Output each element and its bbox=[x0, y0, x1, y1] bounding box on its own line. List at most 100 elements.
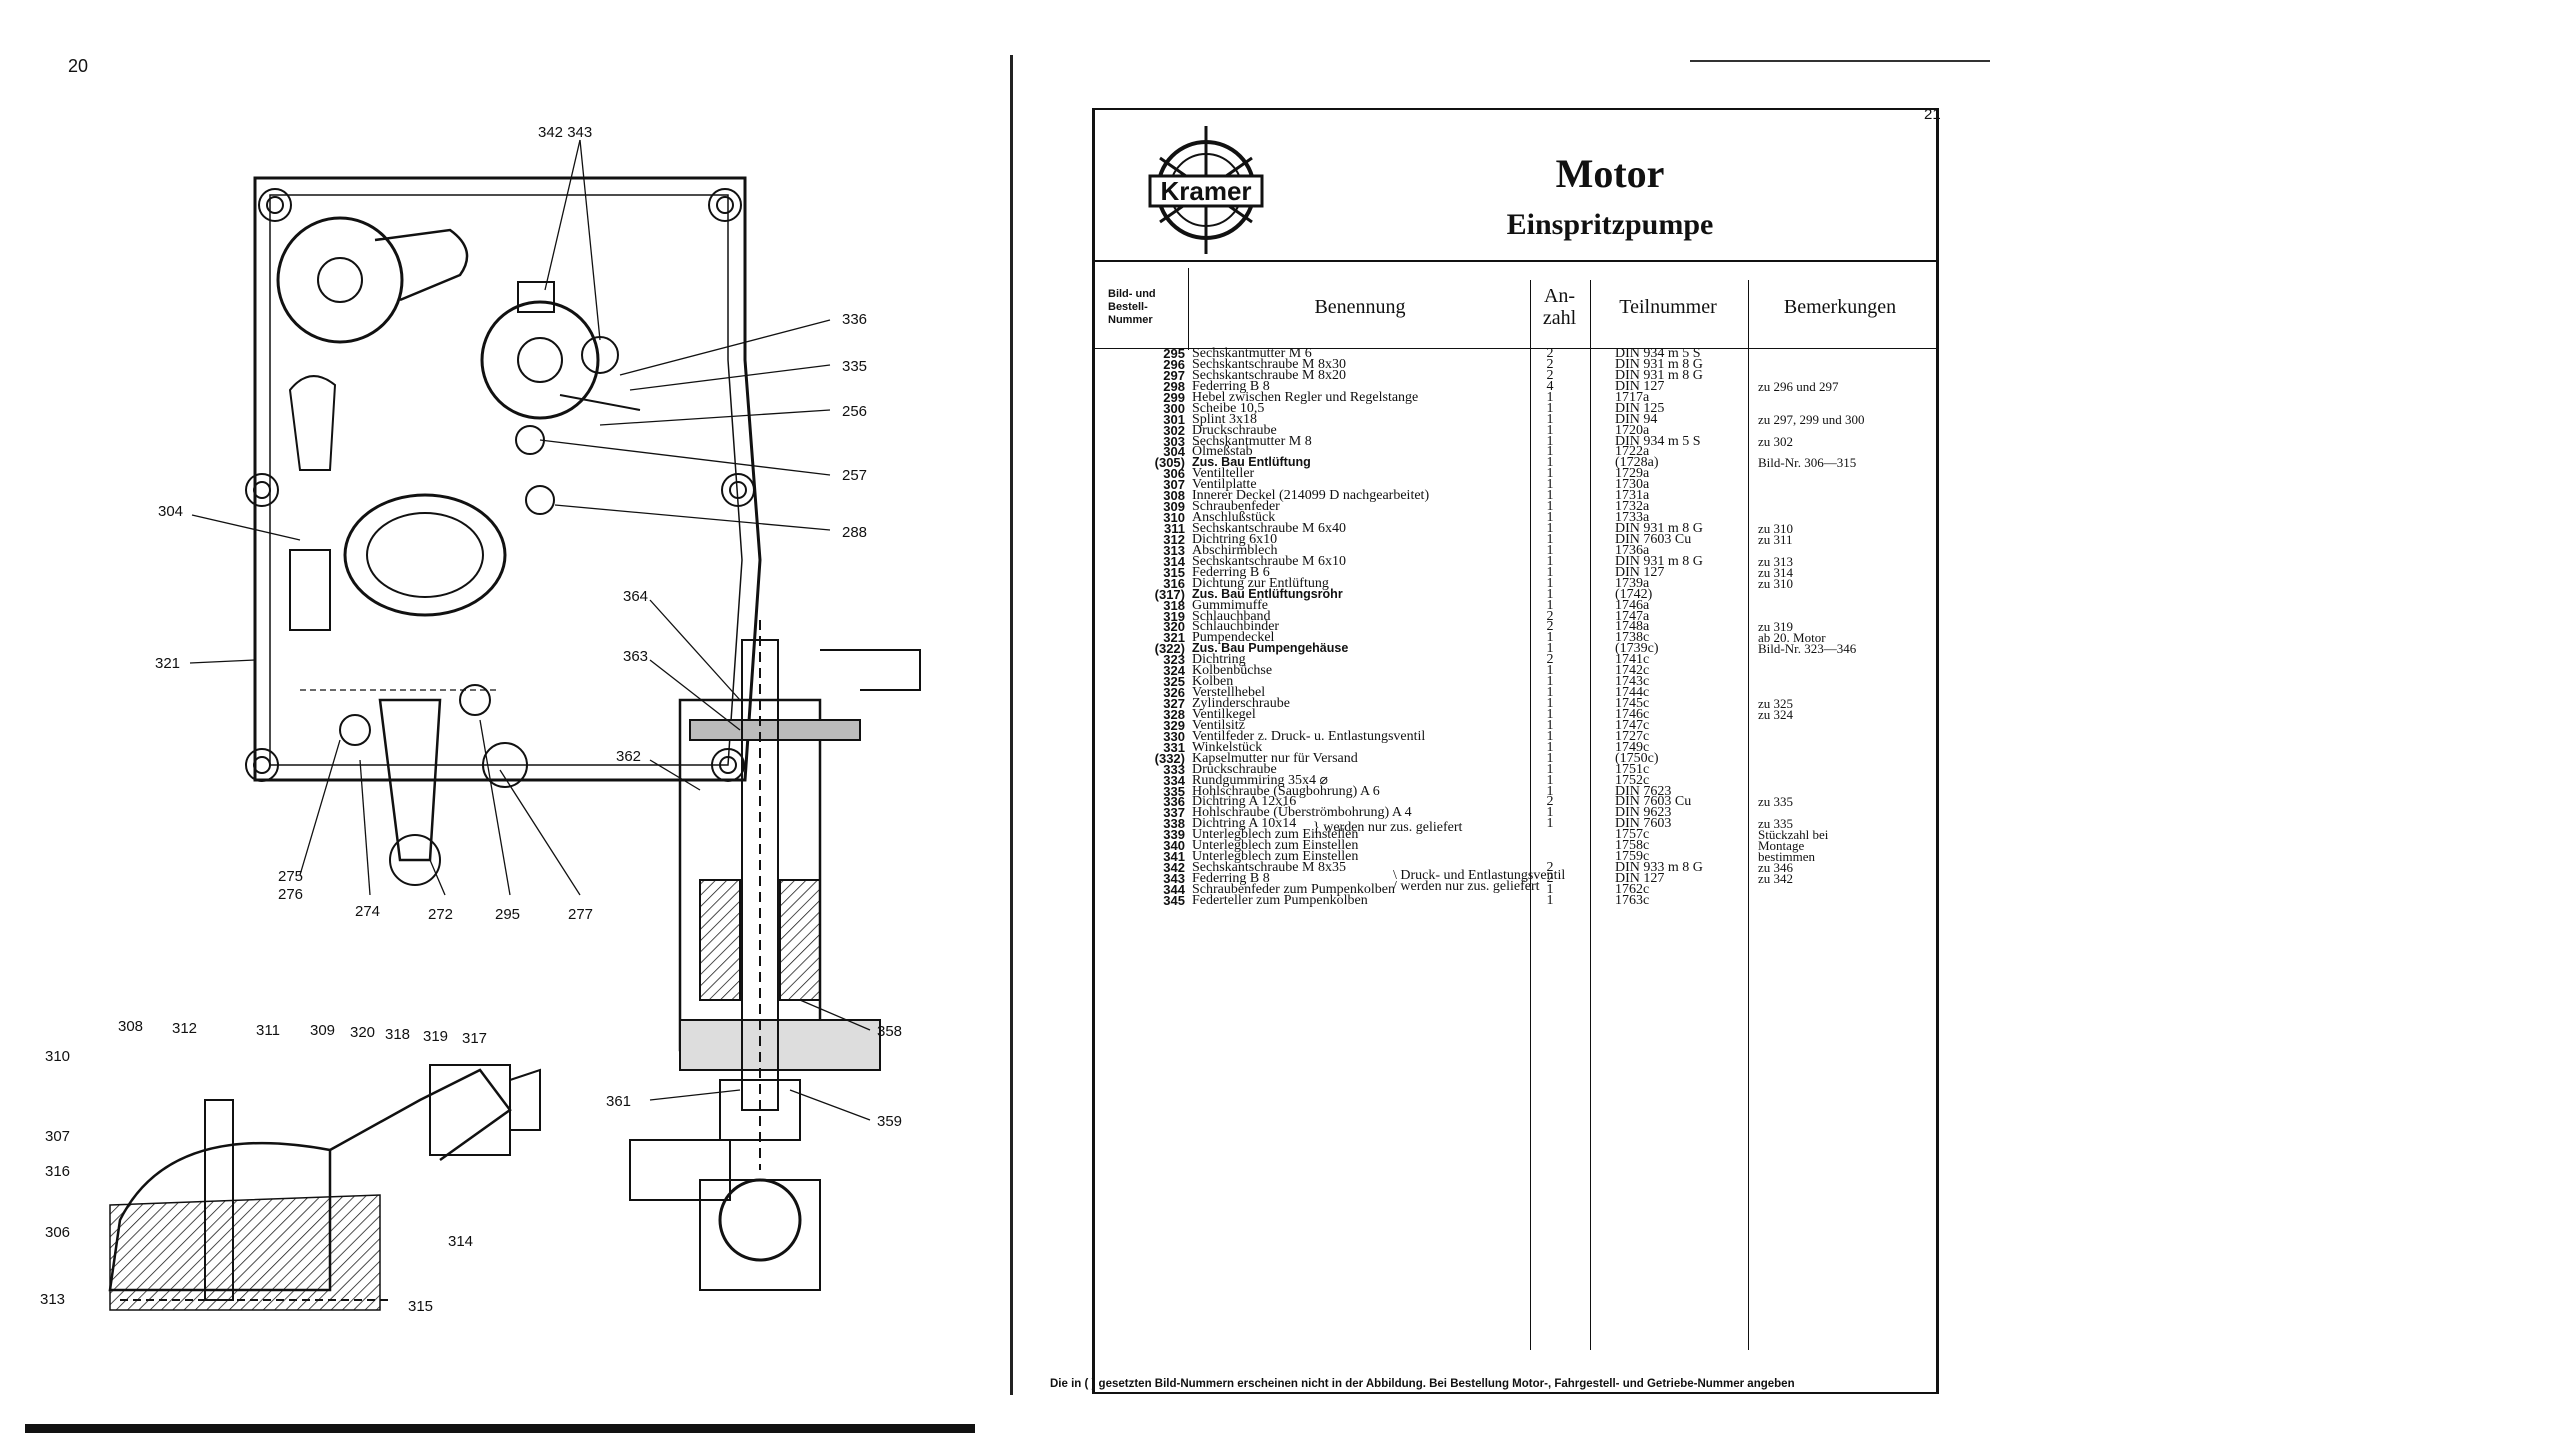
column-header-rem: Bemerkungen bbox=[1783, 296, 1897, 318]
cell-part-number: 1742c bbox=[1615, 663, 1650, 679]
cell-quantity: 2 bbox=[1546, 356, 1554, 372]
cell-quantity: 2 bbox=[1546, 346, 1554, 361]
cell-part-number: 1757c bbox=[1615, 827, 1650, 843]
cell-part-number: 1729a bbox=[1615, 466, 1650, 482]
cell-number: 342 bbox=[1163, 860, 1185, 876]
cell-part-number: (1739c) bbox=[1615, 641, 1659, 657]
cell-part-number: 1751c bbox=[1615, 761, 1650, 777]
cell-remark: zu 335 bbox=[1758, 816, 1794, 832]
cell-number: 300 bbox=[1163, 400, 1185, 416]
cell-number: 328 bbox=[1163, 706, 1185, 722]
cell-name: Hebel zwischen Regler und Regelstange bbox=[1192, 389, 1419, 405]
cell-number: 326 bbox=[1163, 685, 1185, 701]
cell-number: 339 bbox=[1163, 827, 1185, 843]
cell-name: Sechskantmutter M 6 bbox=[1192, 346, 1312, 361]
cell-remark: zu 325 bbox=[1758, 696, 1794, 711]
callout-label: 313 bbox=[40, 1291, 66, 1308]
pump-section-drawing bbox=[629, 620, 921, 1291]
callout-label: 361 bbox=[606, 1093, 632, 1110]
cell-part-number: 1747c bbox=[1615, 717, 1650, 733]
cell-part-number: 1748a bbox=[1615, 619, 1650, 635]
callout-label: 306 bbox=[45, 1224, 71, 1241]
cell-remark: zu 324 bbox=[1758, 706, 1794, 722]
brace-note-ventil-b: / werden nur zus. geliefert bbox=[1393, 879, 1540, 894]
cell-name: Zus. Bau Entlüftung bbox=[1192, 455, 1311, 470]
callout-label: 309 bbox=[310, 1022, 336, 1039]
callout-label: 272 bbox=[428, 906, 454, 923]
cell-quantity: 1 bbox=[1546, 542, 1554, 558]
cell-quantity: 1 bbox=[1546, 422, 1554, 438]
logo-wordmark: Kramer bbox=[1160, 176, 1252, 206]
cell-part-number: DIN 931 m 8 G bbox=[1615, 367, 1703, 383]
cell-number: 325 bbox=[1163, 674, 1185, 690]
cell-part-number: 1743c bbox=[1615, 674, 1650, 690]
cell-number: 341 bbox=[1163, 849, 1185, 865]
callout-label: 359 bbox=[877, 1113, 903, 1130]
kramer-logo: Kramer bbox=[1140, 118, 1272, 258]
cell-name: Zus. Bau Entlüftungsrohr bbox=[1192, 586, 1343, 601]
cell-name: Ventilfeder z. Druck- u. Entlastungsvent… bbox=[1192, 728, 1426, 744]
callout-label: 275 bbox=[278, 868, 304, 885]
cell-remark: zu 313 bbox=[1758, 553, 1794, 569]
left-page-number: 20 bbox=[68, 56, 89, 76]
cell-name: Sechskantschraube M 8x35 bbox=[1192, 860, 1346, 876]
cell-number: 318 bbox=[1163, 597, 1185, 613]
cell-remark: zu 319 bbox=[1758, 619, 1794, 635]
cell-number: 320 bbox=[1163, 619, 1185, 635]
cell-number: 336 bbox=[1163, 794, 1185, 810]
callout-label: 362 bbox=[616, 748, 642, 765]
cell-part-number: DIN 94 bbox=[1615, 411, 1658, 427]
column-rule bbox=[1748, 280, 1749, 1350]
cell-number: 344 bbox=[1163, 881, 1185, 897]
cell-quantity: 2 bbox=[1546, 608, 1554, 624]
callout-label: 304 bbox=[158, 503, 184, 520]
cell-quantity: 1 bbox=[1546, 597, 1554, 613]
cell-number: 303 bbox=[1163, 433, 1185, 449]
cell-remark: ab 20. Motor bbox=[1758, 630, 1826, 646]
cell-quantity: 1 bbox=[1546, 739, 1554, 755]
cell-name: Federring B 6 bbox=[1192, 564, 1270, 580]
cell-number: 311 bbox=[1164, 521, 1185, 536]
callout-label: 316 bbox=[45, 1163, 71, 1180]
cell-part-number: 1759c bbox=[1615, 849, 1650, 865]
cell-name: Rundgummiring 35x4 ⌀ bbox=[1192, 772, 1328, 788]
brace-note-text: Druck- und Entlastungsventil bbox=[1400, 868, 1566, 883]
cell-name: Dichtung zur Entlüftung bbox=[1192, 575, 1329, 591]
cell-part-number: DIN 931 m 8 G bbox=[1615, 521, 1703, 536]
cell-number: 296 bbox=[1163, 356, 1185, 372]
cell-remark: zu 310 bbox=[1758, 521, 1794, 536]
callout-label: 342 343 bbox=[538, 124, 593, 141]
cell-name: Splint 3x18 bbox=[1192, 411, 1257, 427]
callout-label: 277 bbox=[568, 906, 594, 923]
cell-name: Gummimuffe bbox=[1192, 597, 1268, 613]
cell-name: Federteller zum Pumpenkolben bbox=[1192, 892, 1368, 908]
cell-number: 306 bbox=[1163, 466, 1185, 482]
cell-name: Ventilkegel bbox=[1192, 706, 1256, 722]
cell-part-number: 1745c bbox=[1615, 696, 1650, 711]
cell-part-number: DIN 7603 Cu bbox=[1615, 794, 1692, 810]
cell-part-number: 1732a bbox=[1615, 499, 1650, 515]
cell-number: 319 bbox=[1163, 608, 1185, 624]
callout-label: 312 bbox=[172, 1020, 198, 1037]
cell-part-number: DIN 7603 bbox=[1615, 816, 1672, 832]
cell-number: 321 bbox=[1163, 630, 1185, 646]
cell-name: Druckschraube bbox=[1192, 422, 1277, 438]
page-title: Motor bbox=[1555, 151, 1665, 196]
cell-quantity: 1 bbox=[1546, 553, 1554, 569]
cell-number: 314 bbox=[1163, 553, 1185, 569]
cell-part-number: DIN 7603 Cu bbox=[1615, 531, 1692, 547]
cell-part-number: DIN 127 bbox=[1615, 871, 1665, 886]
exploded-drawing-left bbox=[108, 139, 921, 1311]
